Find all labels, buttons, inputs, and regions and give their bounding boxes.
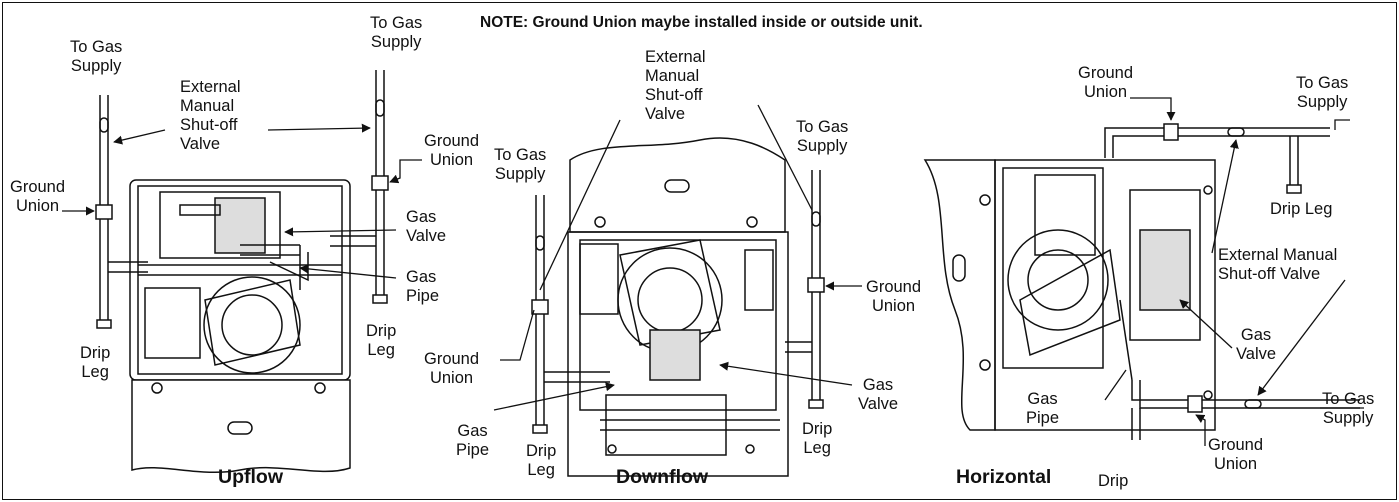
horizontal-shutoff-leader-top [1211, 139, 1239, 254]
downflow-to-gas-supply-right: To Gas Supply [796, 118, 849, 155]
upflow-to-gas-supply-right: To Gas Supply [370, 14, 423, 51]
downflow-ground-union-right: Ground Union [866, 278, 922, 315]
horizontal-shutoff-valve: External Manual Shut-off Valve [1218, 246, 1338, 283]
downflow-gas-area [605, 394, 727, 456]
horizontal-ground-union-bottom: Ground Union [1208, 436, 1264, 473]
downflow-shutoff-leader-right [757, 104, 813, 211]
downflow-drip-leg-left: Drip Leg [526, 442, 557, 479]
downflow-cabinet [567, 231, 789, 477]
downflow-to-gas-supply-left: To Gas Supply [494, 146, 547, 183]
upflow-gas-pipe: Gas Pipe [406, 268, 440, 305]
downflow-gas-valve: Gas Valve [858, 376, 899, 413]
upflow-drip-leg-right: Drip Leg [366, 322, 397, 359]
downflow-gas-pipe-leader [493, 382, 615, 411]
upflow-shutoff-leader-right [267, 123, 371, 133]
horizontal-gas-valve-leader [1179, 299, 1233, 349]
horizontal-ground-union-bottom-leader [1195, 414, 1206, 446]
downflow-title: Downflow [616, 466, 709, 488]
horizontal-gas-valve: Gas Valve [1236, 326, 1277, 363]
downflow-ground-union-left-leader [500, 309, 535, 361]
leader-lines [62, 97, 1364, 446]
upflow-title: Upflow [218, 466, 283, 488]
horizontal-gas-pipe-leader [1104, 369, 1127, 401]
upflow-shutoff-valve: External Manual Shut-off Valve [180, 78, 241, 153]
upflow-ground-union-left: Ground Union [10, 178, 66, 215]
upflow-gas-valve: Gas Valve [406, 208, 447, 245]
horizontal-cabinet [994, 159, 1216, 431]
upflow-drawing [95, 70, 389, 474]
horizontal-drawing [923, 123, 1360, 440]
downflow-shutoff-valve: External Manual Shut-off Valve [645, 48, 706, 123]
horizontal-title: Horizontal [956, 466, 1052, 488]
horizontal-drip: Drip [1098, 472, 1129, 490]
horizontal-to-gas-supply-top: To Gas Supply [1296, 74, 1349, 111]
upflow-blower-label [144, 287, 201, 359]
horizontal-to-gas-supply-top-leader [1334, 119, 1350, 130]
downflow-drawing [531, 137, 825, 477]
upflow-drip-leg-left: Drip Leg [80, 344, 111, 381]
upflow-to-gas-supply-left: To Gas Supply [70, 38, 123, 75]
horizontal-ground-union-top-leader [1130, 97, 1176, 121]
horizontal-gas-pipe: Gas Pipe [1026, 390, 1060, 427]
downflow-drip-leg-right: Drip Leg [802, 420, 833, 457]
downflow-shutoff-leader-left [539, 119, 621, 291]
upflow-door [131, 379, 351, 474]
horizontal-ground-union-top: Ground Union [1078, 64, 1134, 101]
upflow-ground-union-right-leader [389, 159, 422, 184]
horizontal-end-panel [923, 159, 996, 431]
upflow-gas-pipe-leader [299, 264, 397, 279]
downflow-gas-pipe: Gas Pipe [456, 422, 490, 459]
downflow-gas-valve-leader [719, 361, 853, 386]
horizontal-to-gas-supply-bottom: To Gas Supply [1322, 390, 1375, 427]
upflow-gas-valve-leader [284, 227, 397, 237]
downflow-ground-union-left: Ground Union [424, 350, 480, 387]
upflow-ground-union-right: Ground Union [424, 132, 480, 169]
horizontal-shutoff-leader-bottom [1257, 279, 1346, 396]
ground-union-note: NOTE: Ground Union maybe installed insid… [480, 14, 923, 31]
horizontal-drip-leg: Drip Leg [1270, 200, 1333, 218]
downflow-plenum [569, 137, 786, 233]
upflow-shutoff-leader-left [113, 129, 166, 145]
